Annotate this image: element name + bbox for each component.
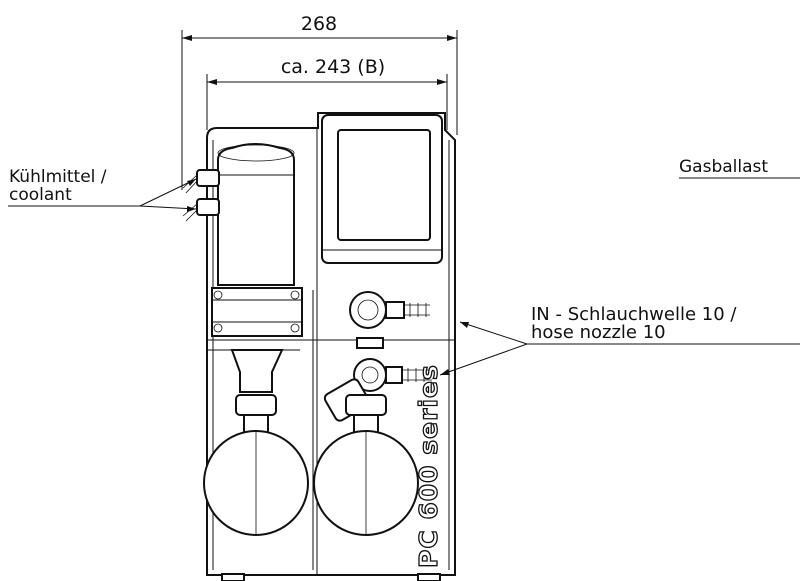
coolant-callout: Kühlmittel / coolant [8, 167, 197, 212]
inlet-callout: IN - Schlauchwelle 10 / hose nozzle 10 [439, 304, 800, 376]
dimension-268-label: 268 [301, 13, 337, 35]
series-label: PC 600 series [414, 364, 443, 568]
coolant-label-line2: coolant [9, 185, 72, 205]
coolant-label-line1: Kühlmittel / [9, 167, 107, 187]
pump-unit: PC 600 series [182, 112, 456, 581]
inlet-label-line2: hose nozzle 10 [531, 322, 666, 343]
dimension-overall-width: 268 [181, 13, 458, 190]
dimension-243-label: ca. 243 (B) [281, 56, 385, 78]
dimension-body-width: ca. 243 (B) [206, 56, 448, 130]
gas-ballast-label: Gasballast [679, 157, 768, 177]
inlet-label-line1: IN - Schlauchwelle 10 / [531, 304, 737, 325]
gas-ballast-callout: Gasballast [679, 157, 800, 179]
